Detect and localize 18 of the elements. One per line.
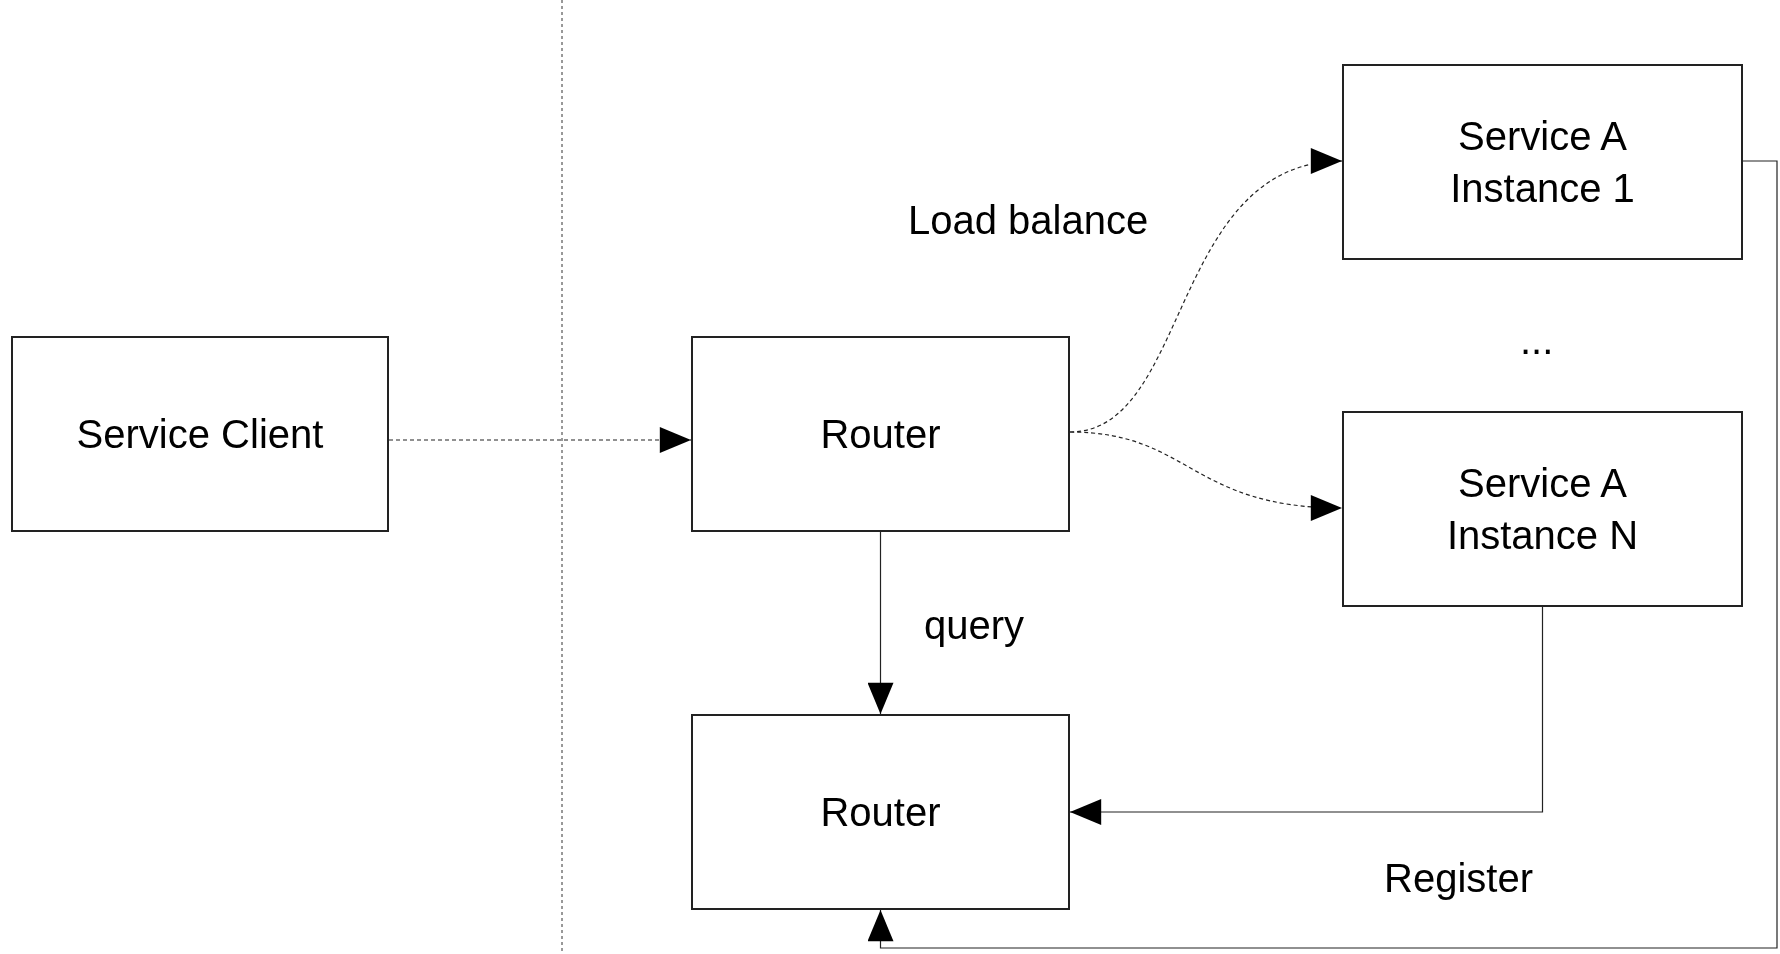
arrow: [867, 531, 894, 715]
annotation-text: Register: [1384, 856, 1533, 901]
process-box: [691, 714, 1070, 910]
process-box: [691, 336, 1070, 532]
node-label: Router: [820, 411, 941, 458]
arrow: [1069, 606, 1544, 825]
arrow: [867, 160, 1778, 949]
process-box: [1342, 411, 1743, 607]
arrow: [388, 427, 692, 453]
node-label: Router: [820, 789, 941, 836]
arrow: [1069, 431, 1343, 520]
node-label: Service A Instance N: [1445, 460, 1640, 559]
node-label: Service Client: [76, 411, 324, 458]
edge-label: query: [924, 603, 1025, 648]
node-label: Service A Instance 1: [1449, 113, 1636, 212]
ellipsis-text: ...: [1520, 318, 1554, 363]
process-box: [1342, 64, 1743, 260]
process-box: [11, 336, 389, 532]
